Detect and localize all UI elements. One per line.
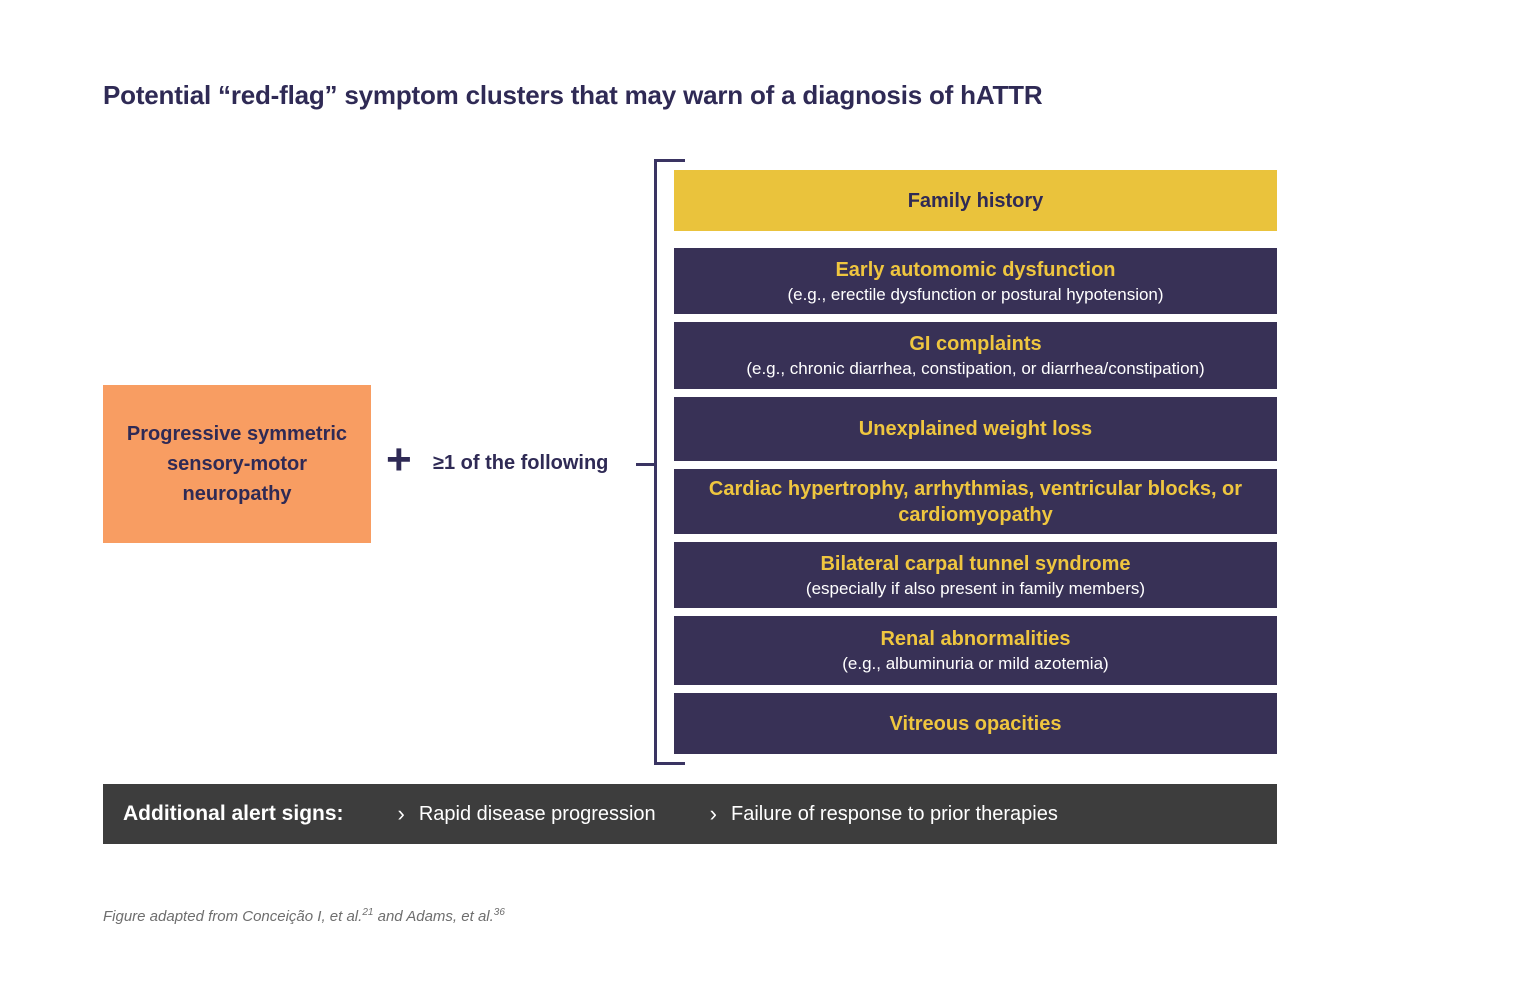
symptom-subtext: (e.g., chronic diarrhea, constipation, o…: [746, 359, 1205, 378]
footnote-text: and Adams, et al.: [373, 908, 494, 925]
symptom-box-renal: Renal abnormalities (e.g., albuminuria o…: [674, 616, 1277, 685]
bracket: [654, 159, 685, 765]
alert-item-progression: › Rapid disease progression: [398, 801, 656, 827]
footnote-ref-36: 36: [493, 907, 505, 918]
symptom-heading: Cardiac hypertrophy, arrhythmias, ventri…: [708, 477, 1243, 526]
alert-bar-label: Additional alert signs:: [123, 802, 344, 825]
symptom-heading: Unexplained weight loss: [858, 418, 1093, 440]
symptom-heading: Bilateral carpal tunnel syndrome: [820, 552, 1131, 575]
symptom-box-family-history: Family history: [674, 170, 1277, 231]
footnote-ref-21: 21: [362, 907, 374, 918]
alert-bar: Additional alert signs: › Rapid disease …: [103, 784, 1277, 844]
neuropathy-box-label: Progressive symmetric sensory-motor neur…: [126, 423, 348, 505]
symptom-box-carpal-tunnel: Bilateral carpal tunnel syndrome (especi…: [674, 542, 1277, 608]
footnote-text: Figure adapted from Conceição I, et al.: [103, 908, 363, 925]
symptom-heading: Early automomic dysfunction: [835, 258, 1116, 281]
symptom-box-vitreous: Vitreous opacities: [674, 693, 1277, 754]
alert-item-text: Failure of response to prior therapies: [731, 802, 1058, 825]
symptom-box-cardiac: Cardiac hypertrophy, arrhythmias, ventri…: [674, 469, 1277, 534]
symptom-subtext: (e.g., albuminuria or mild azotemia): [842, 654, 1109, 673]
symptom-heading: Renal abnormalities: [880, 628, 1071, 650]
footnote: Figure adapted from Conceição I, et al.2…: [103, 907, 505, 925]
symptom-box-autonomic-dysfunction: Early automomic dysfunction (e.g., erect…: [674, 248, 1277, 314]
alert-item-therapy-failure: › Failure of response to prior therapies: [710, 801, 1058, 827]
connector-line: [636, 463, 655, 466]
chevron-bullet-icon: ›: [709, 801, 717, 826]
symptom-heading: GI complaints: [909, 333, 1042, 355]
condition-label: ≥1 of the following: [433, 452, 609, 474]
page-title: Potential “red-flag” symptom clusters th…: [103, 80, 1043, 110]
symptom-heading: Family history: [907, 189, 1044, 212]
neuropathy-box: Progressive symmetric sensory-motor neur…: [103, 385, 371, 543]
symptom-heading: Vitreous opacities: [889, 712, 1062, 735]
symptom-subtext: (e.g., erectile dysfunction or postural …: [787, 284, 1164, 304]
symptom-subtext: (especially if also present in family me…: [805, 578, 1146, 598]
plus-icon: +: [386, 435, 412, 484]
alert-item-text: Rapid disease progression: [418, 802, 656, 825]
symptom-box-gi-complaints: GI complaints (e.g., chronic diarrhea, c…: [674, 322, 1277, 389]
chevron-bullet-icon: ›: [397, 801, 405, 826]
symptom-box-weight-loss: Unexplained weight loss: [674, 397, 1277, 461]
symptom-list: Family history Early automomic dysfuncti…: [674, 170, 1277, 754]
